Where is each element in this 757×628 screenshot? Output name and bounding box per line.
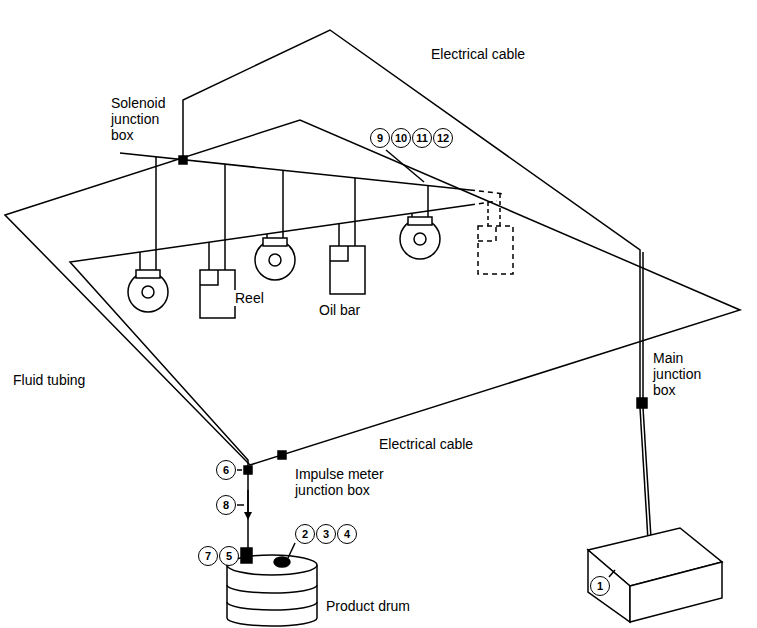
part-label: Impulse meter junction box <box>294 466 410 498</box>
callout-number: 2 <box>295 524 315 544</box>
tubing-junction <box>244 466 252 474</box>
electric-branch <box>499 194 501 226</box>
callout-number: 4 <box>337 524 357 544</box>
oil-bar <box>478 226 513 274</box>
electrical-cable <box>642 252 644 400</box>
oil-bar <box>200 270 235 318</box>
electric-rail <box>470 190 505 194</box>
flow-arrow <box>247 490 249 516</box>
part-label: Electrical cable <box>430 46 526 62</box>
electric-branch <box>155 157 157 272</box>
reel <box>400 217 440 259</box>
electric-rail <box>120 153 470 190</box>
fluid-branch <box>208 242 210 270</box>
electric-branch <box>354 178 356 246</box>
callout-number: 3 <box>316 524 336 544</box>
part-label: Product drum <box>325 598 411 614</box>
callout-number: 1 <box>590 576 610 596</box>
part-label: Solenoid junction box <box>110 95 178 143</box>
fluid-tubing <box>70 205 470 548</box>
part-label: Main junction box <box>652 350 718 398</box>
fluid-branch <box>338 224 340 246</box>
callout-number: 9 <box>370 128 390 148</box>
callout-number: 11 <box>412 128 432 148</box>
fluid-tubing <box>470 201 497 205</box>
electric-branch <box>427 186 429 219</box>
electric-branch <box>224 164 226 270</box>
fluid-branch <box>487 202 489 226</box>
reel <box>128 270 168 312</box>
leader-line <box>386 150 424 182</box>
oil-bar <box>330 246 365 294</box>
leader-line <box>609 570 615 577</box>
solenoid-junction-box <box>179 156 187 164</box>
part-label: Fluid tubing <box>12 372 86 388</box>
callout-number: 12 <box>433 128 453 148</box>
product-drum <box>227 548 317 626</box>
part-label: Oil bar <box>318 302 361 318</box>
electrical-cable <box>183 30 640 400</box>
leader-line <box>237 469 242 471</box>
leader-line <box>237 504 244 506</box>
impulse-meter-junction-box <box>278 451 286 459</box>
part-label: Reel <box>234 290 265 306</box>
callout-number: 10 <box>391 128 411 148</box>
part-label: Electrical cable <box>378 436 474 452</box>
floor-plane <box>5 120 740 465</box>
callout-number: 7 <box>198 546 218 566</box>
fluid-branch <box>139 252 141 272</box>
control-console <box>588 528 722 622</box>
callout-number: 8 <box>216 495 236 515</box>
reel <box>255 238 295 280</box>
electric-branch <box>282 171 284 240</box>
leader-line <box>288 543 295 558</box>
electrical-cable <box>643 408 651 538</box>
callout-number: 6 <box>216 460 236 480</box>
main-junction-box <box>637 398 647 408</box>
callout-number: 5 <box>219 546 239 566</box>
